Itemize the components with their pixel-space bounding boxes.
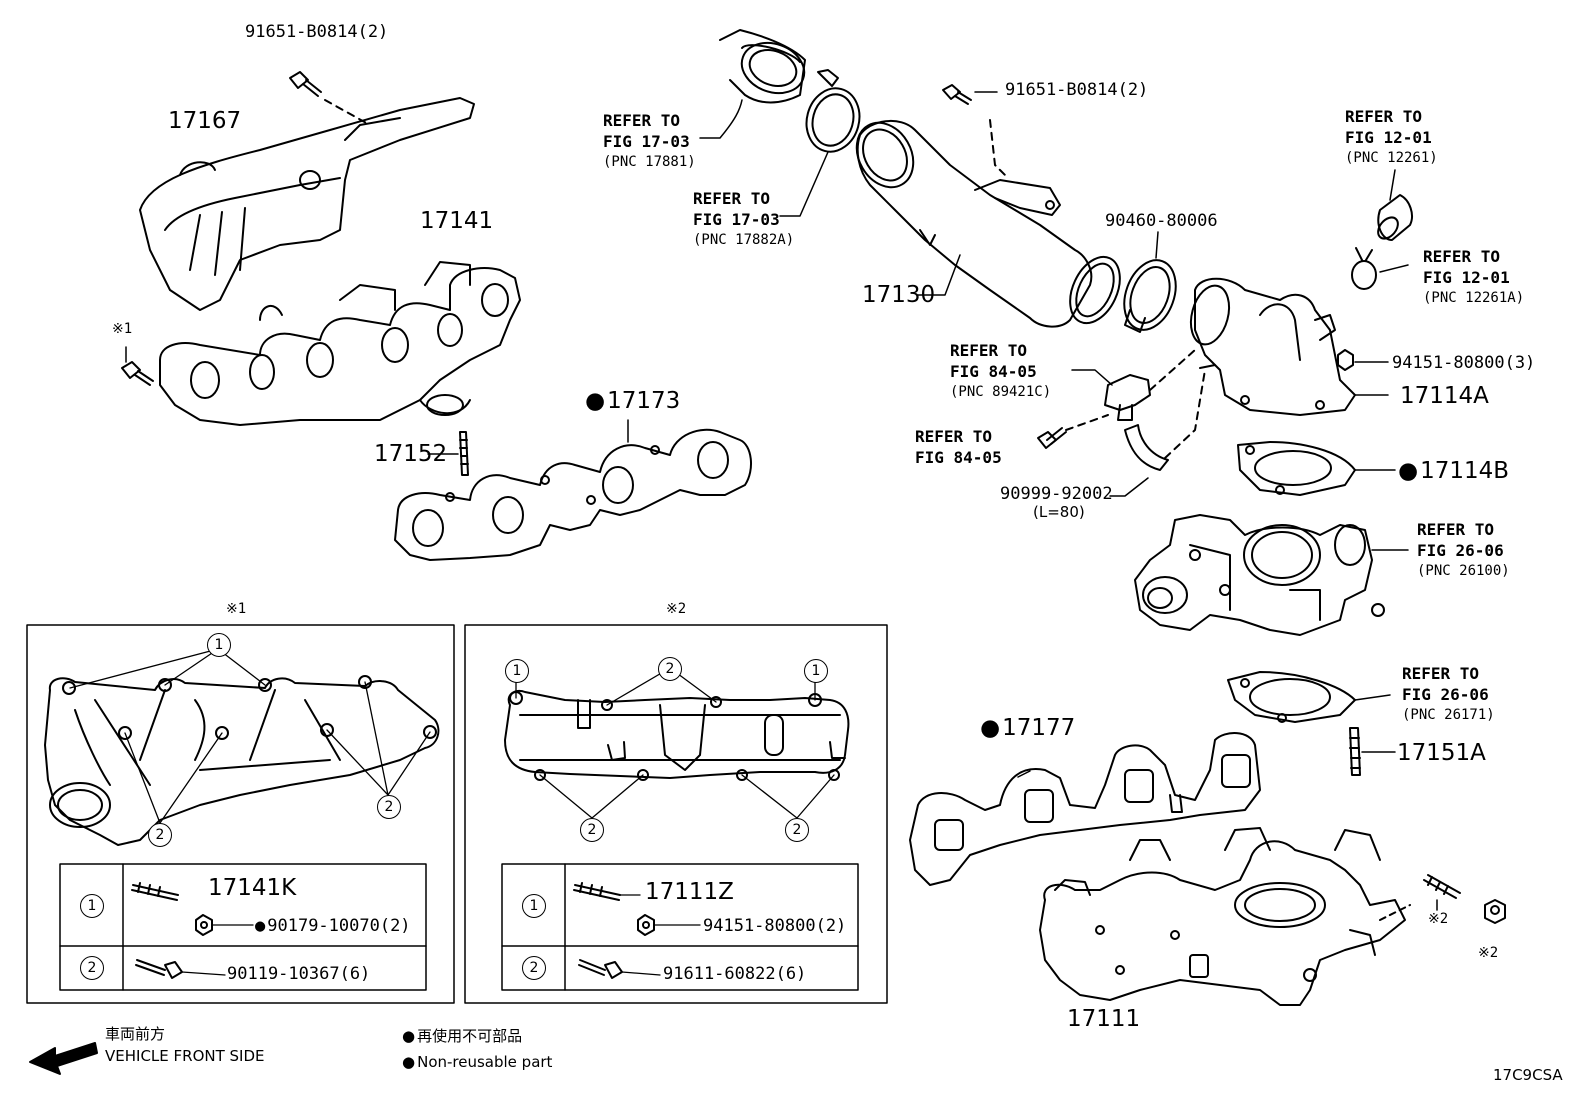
detail-manifold-1 — [44, 648, 440, 846]
detail-1-row1-num: 1 — [80, 894, 104, 918]
hose-12261 — [1377, 169, 1413, 241]
detail-2-fasteners — [573, 882, 701, 979]
detail-1-fasteners — [131, 882, 254, 979]
stud-17151A — [1349, 727, 1396, 776]
heat-insulator-17167 — [139, 97, 475, 311]
stud-ref2 — [1423, 874, 1461, 911]
stud-17152 — [427, 431, 469, 476]
bolt-84-05 — [1037, 414, 1109, 449]
gasket-17114B — [1237, 441, 1396, 496]
detail-1-callout-2b: 2 — [377, 795, 401, 819]
exhaust-manifold-17141 — [159, 261, 521, 426]
bolt-ref1 — [121, 346, 154, 386]
label-ref2-mark-a: ※2 — [1428, 911, 1449, 927]
bolt-91651-right — [942, 84, 1006, 176]
label-17141: 17141 — [420, 208, 494, 234]
label-17167: 17167 — [168, 108, 242, 134]
gasket-26171 — [1227, 671, 1391, 723]
clamp-90460 — [1123, 231, 1177, 333]
intake-pipe-17130 — [855, 119, 1121, 328]
figure-code: 17C9CSA — [1493, 1066, 1563, 1084]
label-94151: 94151-80800(3) — [1392, 353, 1536, 373]
nut-ref2 — [1484, 899, 1506, 924]
label-17152: 17152 — [374, 441, 448, 467]
detail-1-title: ※1 — [226, 601, 247, 617]
detail-2-part-91611: 91611-60822(6) — [663, 964, 807, 984]
label-ref1-mark: ※1 — [112, 321, 133, 337]
throttle-body-26100 — [1134, 514, 1409, 636]
legend-front-en: VEHICLE FRONT SIDE — [105, 1047, 265, 1065]
detail-2-callout-1b: 1 — [804, 659, 828, 683]
legend-front-jp: 車両前方 — [105, 1025, 166, 1043]
detail-2-part-17111Z: 17111Z — [645, 879, 734, 905]
label-90460: 90460-80006 — [1105, 211, 1218, 231]
detail-1-part-90119: 90119-10367(6) — [227, 964, 371, 984]
detail-manifold-2 — [504, 667, 850, 819]
detail-1-row2-num: 2 — [80, 956, 104, 980]
hose-90999 — [1109, 369, 1206, 497]
label-ref2-mark-b: ※2 — [1478, 945, 1499, 961]
label-17114B: 17114B — [1398, 460, 1509, 483]
label-90999: 90999-92002 — [1000, 484, 1113, 504]
clamp-17882A — [779, 69, 861, 217]
nut-94151 — [1337, 349, 1389, 371]
detail-2-callout-2c: 2 — [785, 818, 809, 842]
label-90999-length: (L=80) — [1033, 503, 1085, 521]
label-17151A: 17151A — [1397, 740, 1486, 766]
detail-2-callout-2b: 2 — [580, 818, 604, 842]
plug-12261A — [1351, 247, 1409, 290]
label-17173: 17173 — [585, 390, 680, 413]
detail-2-row2-num: 2 — [522, 956, 546, 980]
vehicle-front-arrow — [29, 1042, 98, 1075]
detail-1-callout-1: 1 — [207, 633, 231, 657]
sensor-89421C — [1071, 349, 1196, 421]
air-hose-17881 — [699, 29, 806, 139]
detail-1-callout-2a: 2 — [148, 823, 172, 847]
detail-2-row1-num: 1 — [522, 894, 546, 918]
outlet-housing-17114A — [1189, 277, 1389, 416]
label-17130: 17130 — [862, 282, 936, 308]
label-91651-right: 91651-B0814(2) — [1005, 80, 1149, 100]
bolt-91651-left — [289, 71, 371, 126]
label-17177: 17177 — [980, 717, 1075, 740]
detail-box-1-frame — [26, 624, 455, 1004]
detail-2-title: ※2 — [666, 601, 687, 617]
legend-nonreuse-en: Non-reusable part — [402, 1055, 552, 1070]
detail-1-part-17141K: 17141K — [208, 875, 297, 901]
label-17111: 17111 — [1067, 1006, 1141, 1032]
detail-box-2-frame — [464, 624, 888, 1004]
gasket-17173 — [394, 419, 752, 561]
detail-2-part-94151: 94151-80800(2) — [703, 916, 847, 936]
detail-1-part-90179: 90179-10070(2) — [255, 918, 410, 935]
label-91651-left: 91651-B0814(2) — [245, 22, 389, 42]
gasket-17177 — [909, 732, 1261, 886]
detail-2-callout-2a: 2 — [658, 657, 682, 681]
intake-manifold-17111 — [1039, 827, 1411, 1006]
legend-nonreuse-jp: 再使用不可部品 — [402, 1029, 522, 1044]
detail-2-callout-1a: 1 — [505, 659, 529, 683]
label-17114A: 17114A — [1400, 383, 1489, 409]
